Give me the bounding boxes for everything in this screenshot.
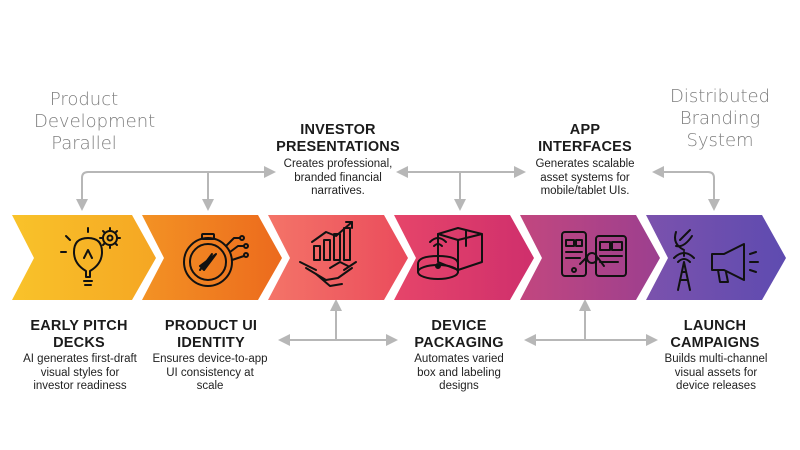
megaphone-antenna-icon — [673, 229, 759, 291]
stage-title-line: PRODUCT UI — [164, 318, 258, 334]
stage-desc-line: UI consistency at — [166, 366, 254, 379]
stage-title-line: PRESENTATIONS — [276, 139, 400, 155]
stage-title-launch-campaigns: LAUNCH CAMPAIGNS — [650, 318, 780, 352]
stage-desc-line: Generates scalable — [535, 158, 635, 170]
stage-desc-product-ui-identity: Ensures device-to-app UI consistency at … — [140, 353, 280, 394]
stage-desc-line: Creates professional, — [283, 158, 393, 170]
stage-title-line: INVESTOR — [300, 122, 376, 138]
side-label-line: Parallel — [51, 133, 117, 154]
connector-top-right — [652, 166, 720, 211]
stage-desc-line: mobile/tablet UIs. — [540, 185, 630, 197]
side-label-line: Product — [49, 89, 119, 110]
stage-title-line: DEVICE — [431, 318, 487, 334]
device-box-icon — [417, 227, 483, 280]
stage-desc-line: asset systems for — [540, 171, 630, 184]
lightbulb-gear-icon — [60, 227, 121, 286]
stage-desc-launch-campaigns: Builds multi-channel visual assets for d… — [646, 353, 786, 394]
connector-top-left — [76, 166, 276, 211]
chevron-device-packaging — [394, 215, 534, 300]
stage-title-line: LAUNCH — [683, 318, 747, 334]
stage-desc-app-interfaces: Generates scalable asset systems for mob… — [520, 158, 650, 199]
stage-title-device-packaging: DEVICE PACKAGING — [394, 318, 524, 352]
side-label-product-development-parallel: Product Development Parallel — [34, 89, 156, 155]
stage-title-line: CAMPAIGNS — [670, 335, 760, 351]
stage-desc-line: branded financial — [294, 171, 382, 184]
stage-title-line: DECKS — [53, 335, 105, 351]
stage-desc-line: investor readiness — [33, 380, 127, 392]
stage-desc-line: narratives. — [311, 185, 365, 197]
stage-title-line: IDENTITY — [177, 335, 245, 351]
stage-title-line: EARLY PITCH — [30, 318, 128, 334]
stage-title-line: PACKAGING — [414, 335, 504, 351]
stage-desc-line: Automates varied — [414, 353, 504, 365]
side-label-line: Distributed — [669, 86, 771, 107]
handshake-growth-chart-icon — [299, 221, 357, 287]
side-label-line: Branding — [679, 108, 761, 129]
side-label-line: System — [686, 130, 754, 151]
stage-title-app-interfaces: APP INTERFACES — [520, 122, 650, 156]
side-label-line: Development — [34, 111, 156, 132]
stage-title-early-pitch-decks: EARLY PITCH DECKS — [14, 318, 144, 352]
app-screens-icon — [561, 231, 627, 277]
stage-title-product-ui-identity: PRODUCT UI IDENTITY — [146, 318, 276, 352]
stage-desc-line: scale — [196, 380, 224, 392]
stage-title-line: APP — [569, 122, 601, 138]
stage-desc-line: AI generates first-draft — [23, 353, 137, 365]
chevron-app-interfaces — [520, 215, 660, 300]
stage-desc-line: visual styles for — [40, 366, 120, 379]
compass-circuit-icon — [183, 233, 249, 287]
stage-desc-early-pitch-decks: AI generates first-draft visual styles f… — [10, 353, 150, 394]
stage-desc-line: Ensures device-to-app — [152, 353, 268, 365]
stage-desc-investor-presentations: Creates professional, branded financial … — [268, 158, 408, 199]
stage-desc-device-packaging: Automates varied box and labeling design… — [394, 353, 524, 394]
stage-desc-line: box and labeling — [417, 366, 501, 379]
chevron-investor-presentations — [268, 215, 408, 300]
stage-desc-line: visual assets for — [674, 366, 758, 379]
stage-desc-line: designs — [439, 380, 479, 392]
chevron-launch-campaigns — [646, 215, 786, 300]
stage-title-investor-presentations: INVESTOR PRESENTATIONS — [268, 122, 408, 156]
stage-title-line: INTERFACES — [538, 139, 632, 155]
side-label-distributed-branding-system: Distributed Branding System — [668, 86, 772, 152]
stage-desc-line: Builds multi-channel — [664, 353, 768, 365]
stage-desc-line: device releases — [676, 380, 756, 392]
